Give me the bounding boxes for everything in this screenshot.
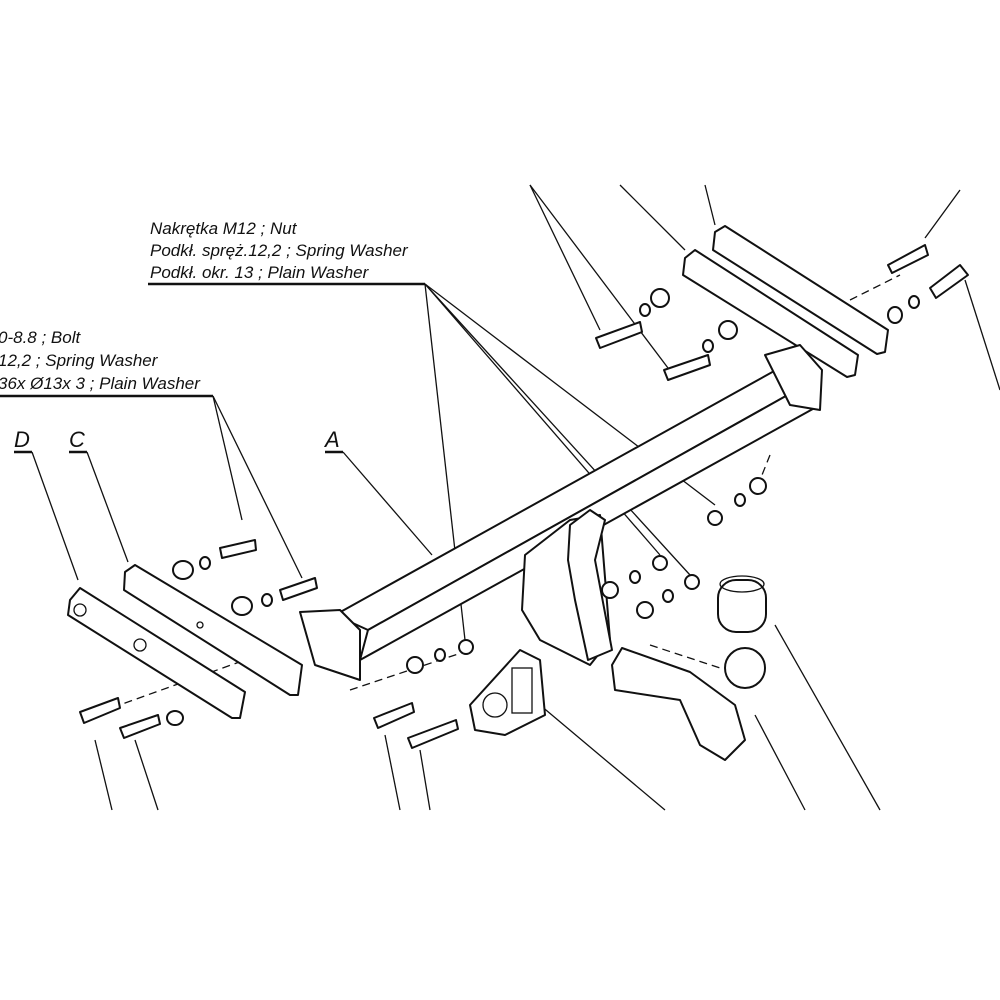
plate-b-front [682, 249, 859, 378]
label-line: Podkł. spręż.12,2 ; Spring Washer [150, 241, 409, 260]
tow-ball-neck [611, 647, 766, 761]
label-line: 0-8.8 ; Bolt [0, 328, 81, 347]
label-line: 12,2 ; Spring Washer [0, 351, 159, 370]
label-line: Nakrętka M12 ; Nut [150, 219, 298, 238]
nut-washer-label: Nakrętka M12 ; Nut Podkł. spręż.12,2 ; S… [148, 219, 425, 286]
plate-d [67, 587, 246, 719]
plate-b-rear [712, 225, 889, 355]
central-bracket [521, 509, 613, 666]
tow-ball-cap [717, 575, 767, 633]
part-letter-a: A [323, 427, 340, 452]
plate-c [123, 564, 303, 696]
bolts [79, 244, 969, 749]
part-letter-d: D [14, 427, 30, 452]
part-letter-c: C [69, 427, 85, 452]
label-line: Podkł. okr. 13 ; Plain Washer [150, 263, 370, 282]
label-line: 36x Ø13x 3 ; Plain Washer [0, 374, 201, 393]
electric-socket-plate [469, 649, 546, 736]
bolt-washer-label: 0-8.8 ; Bolt 12,2 ; Spring Washer 36x Ø1… [0, 328, 213, 398]
alignment-lines [99, 274, 901, 713]
washers-nuts [166, 288, 920, 726]
